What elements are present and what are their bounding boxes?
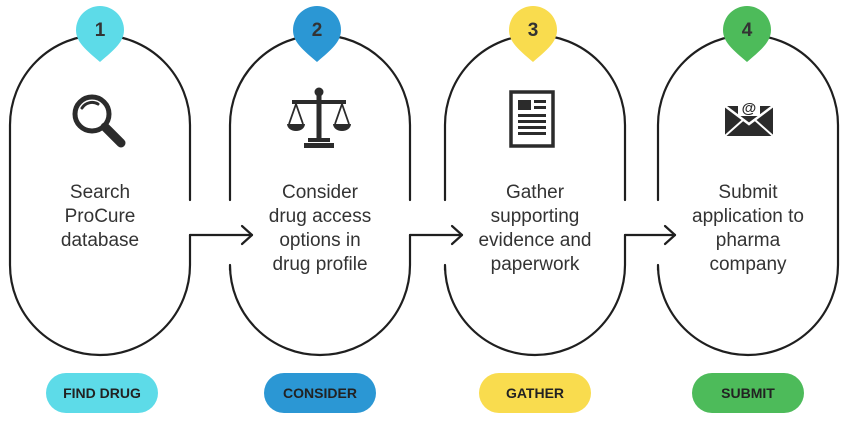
step-4-text: Submit application to pharma company xyxy=(668,181,828,277)
capsule-4-outline xyxy=(656,33,840,357)
step-3-line-2: supporting xyxy=(490,206,580,227)
step-4-line-3: pharma xyxy=(715,230,781,251)
step-4-number: 4 xyxy=(741,20,753,41)
step-1-line-3: database xyxy=(60,230,140,251)
magnifying-glass-icon xyxy=(72,94,126,148)
scales-of-justice-icon xyxy=(287,87,351,148)
step-2-text: Consider drug access options in drug pro… xyxy=(240,181,400,277)
step-1-text: Search ProCure database xyxy=(20,181,180,253)
envelope-icon: @ xyxy=(724,98,774,137)
step-2-line-2: drug access xyxy=(268,206,372,227)
step-3-text: Gather supporting evidence and paperwork xyxy=(455,181,615,277)
step-3-marker xyxy=(509,6,557,62)
document-icon xyxy=(509,90,555,148)
consider-badge: CONSIDER xyxy=(264,373,376,413)
step-4-line-1: Submit xyxy=(718,182,778,203)
capsule-1-outline xyxy=(8,33,192,357)
step-3-line-3: evidence and xyxy=(478,230,592,251)
step-4-line-4: company xyxy=(709,254,787,275)
submit-badge: SUBMIT xyxy=(692,373,804,413)
step-1-line-1: Search xyxy=(69,182,131,203)
gather-badge: GATHER xyxy=(479,373,591,413)
find-drug-badge: FIND DRUG xyxy=(46,373,158,413)
step-4-marker xyxy=(723,6,771,62)
step-1-line-2: ProCure xyxy=(64,206,136,227)
svg-text:@: @ xyxy=(742,100,757,117)
step-2-number: 2 xyxy=(311,20,323,41)
step-1-number: 1 xyxy=(94,20,106,41)
step-3-line-4: paperwork xyxy=(490,254,580,275)
step-2-line-3: options in xyxy=(279,230,361,251)
step-3-line-1: Gather xyxy=(505,182,565,203)
step-1-marker xyxy=(76,6,124,62)
step-2-marker xyxy=(293,6,341,62)
step-2-line-4: drug profile xyxy=(272,254,368,275)
step-2-line-1: Consider xyxy=(281,182,359,203)
step-4-line-2: application to xyxy=(692,206,804,227)
step-3-number: 3 xyxy=(527,20,539,41)
